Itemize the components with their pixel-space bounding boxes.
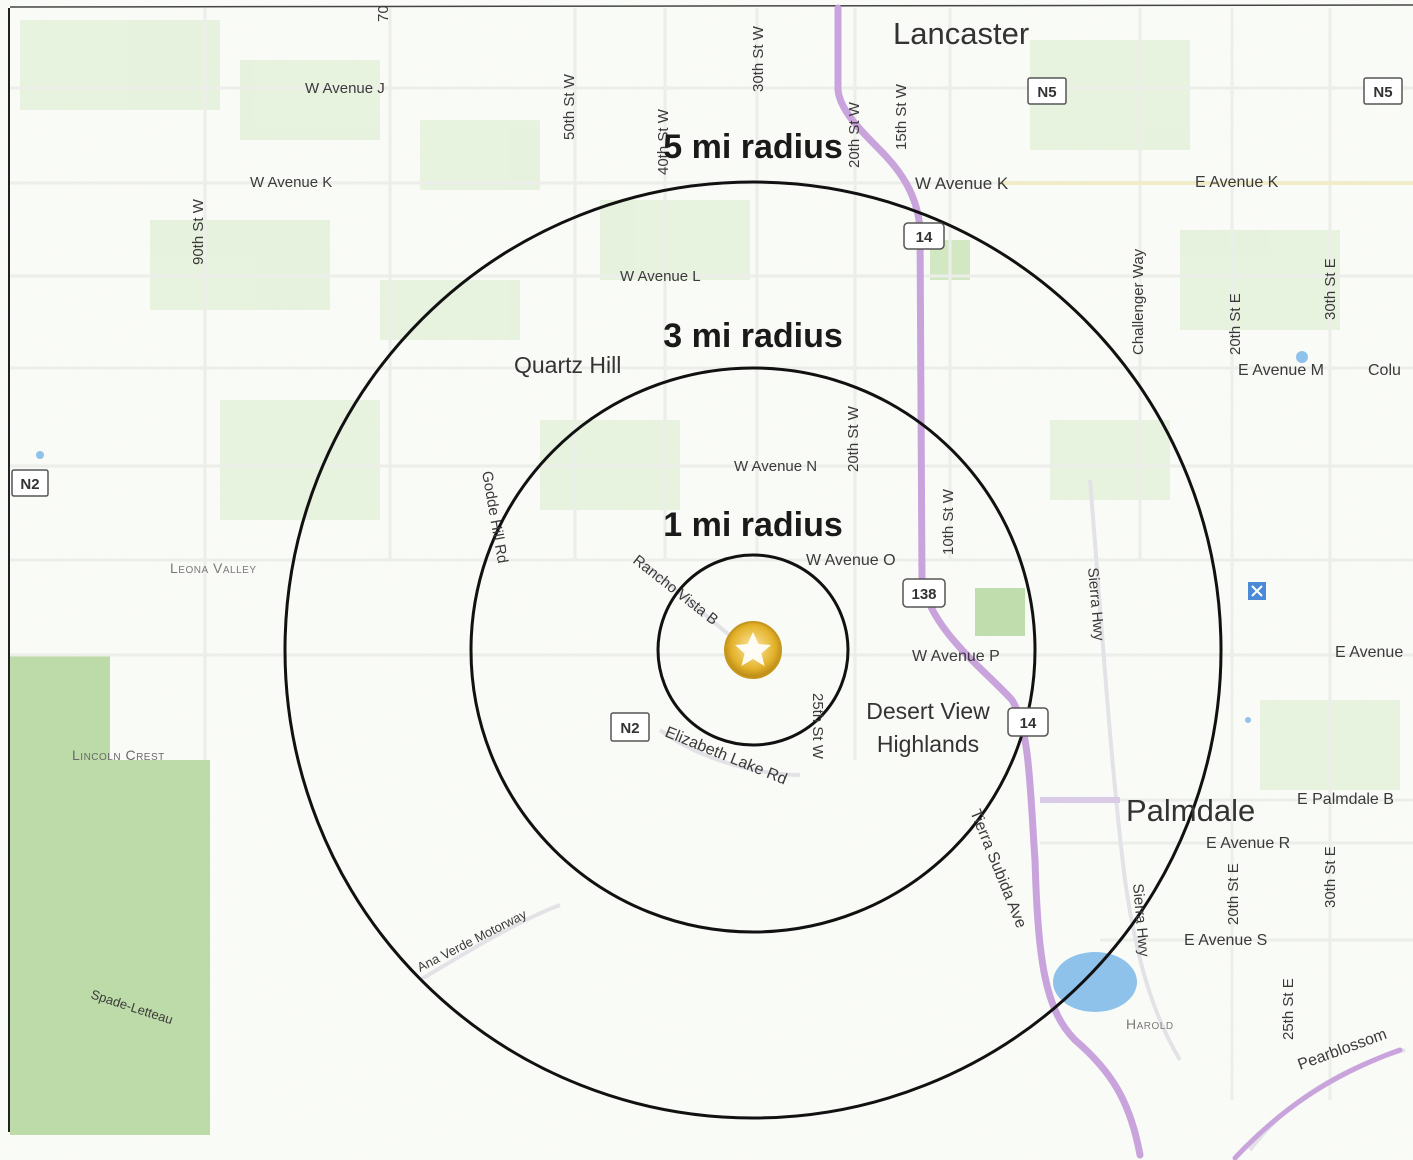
route-shields: N5 N5 N2 N2 14 14 138 xyxy=(11,77,1403,742)
road-w-avenue-l: W Avenue L xyxy=(620,268,701,285)
road-30th-st-e-bot: 30th St E xyxy=(1322,846,1339,908)
shield-n2-west: N2 xyxy=(11,469,49,497)
ring-3mi xyxy=(469,366,1037,934)
road-10th-st-w: 10th St W xyxy=(940,488,957,555)
shield-hwy14-south-label: 14 xyxy=(1020,715,1037,732)
label-5mi-radius: 5 mi radius xyxy=(663,128,843,166)
road-w-avenue-k-east: W Avenue K xyxy=(915,174,1009,193)
road-w-avenue-o: W Avenue O xyxy=(806,552,896,569)
road-w-avenue-k-west: W Avenue K xyxy=(250,174,332,191)
city-quartz-hill: Quartz Hill xyxy=(514,352,621,378)
shield-n5-a: N5 xyxy=(1027,77,1067,105)
road-sierra-hwy-north: Sierra Hwy xyxy=(1084,567,1107,642)
road-30th-st-e-top: 30th St E xyxy=(1322,258,1339,320)
place-labels: Lancaster Palmdale Quartz Hill Desert Vi… xyxy=(72,16,1255,1032)
road-90th-st-w: 90th St W xyxy=(190,198,207,265)
city-highlands: Highlands xyxy=(877,731,979,757)
road-challenger-way: Challenger Way xyxy=(1130,248,1147,355)
road-25th-st-e: 25th St E xyxy=(1280,978,1297,1040)
airport-icon[interactable] xyxy=(1248,582,1266,600)
place-lincoln-crest: Lincoln Crest xyxy=(72,747,165,763)
shield-n2-center: N2 xyxy=(610,712,650,742)
shield-hwy138-label: 138 xyxy=(911,586,936,603)
road-20th-st-e-bot: 20th St E xyxy=(1225,863,1242,925)
road-40th-st-w: 40th St W xyxy=(655,108,672,175)
shield-hwy14-south: 14 xyxy=(1007,707,1049,737)
water xyxy=(36,351,1308,1012)
road-15th-st-w: 15th St W xyxy=(893,83,910,150)
city-desert-view: Desert View xyxy=(866,698,990,724)
place-harold: Harold xyxy=(1126,1016,1174,1032)
road-20th-st-w-top: 20th St W xyxy=(846,101,863,168)
road-e-palmdale-blvd: E Palmdale B xyxy=(1297,791,1394,808)
city-lancaster: Lancaster xyxy=(893,16,1029,51)
road-70: 70 xyxy=(375,5,392,22)
road-50th-st-w: 50th St W xyxy=(561,73,578,140)
road-30th-st-w: 30th St W xyxy=(750,25,767,92)
road-sierra-hwy-south: Sierra Hwy xyxy=(1129,883,1152,958)
scan-edge-top xyxy=(9,4,1413,8)
shield-hwy14-north-label: 14 xyxy=(916,229,933,246)
label-3mi-radius: 3 mi radius xyxy=(663,317,843,355)
road-e-avenue-m: E Avenue M xyxy=(1238,362,1324,379)
city-palmdale: Palmdale xyxy=(1126,793,1255,828)
ring-1mi xyxy=(656,553,850,747)
road-20th-st-w-mid: 20th St W xyxy=(845,405,862,472)
ring-5mi xyxy=(283,180,1223,1120)
place-leona-valley: Leona Valley xyxy=(170,560,257,576)
road-20th-st-e-top: 20th St E xyxy=(1227,293,1244,355)
shield-n5-b: N5 xyxy=(1363,77,1403,105)
radius-rings xyxy=(283,180,1223,1120)
star-marker-icon[interactable] xyxy=(724,621,782,679)
shield-n2-west-label: N2 xyxy=(20,476,39,493)
road-e-avenue: E Avenue xyxy=(1335,644,1403,661)
road-colu: Colu xyxy=(1368,362,1401,379)
road-w-avenue-j: W Avenue J xyxy=(305,80,385,97)
shield-hwy138: 138 xyxy=(902,578,946,608)
label-1mi-radius: 1 mi radius xyxy=(663,506,843,544)
road-e-avenue-k: E Avenue K xyxy=(1195,174,1279,191)
road-w-avenue-n: W Avenue N xyxy=(734,458,817,475)
shield-n5-b-label: N5 xyxy=(1373,84,1392,101)
radius-labels: 5 mi radius 3 mi radius 1 mi radius xyxy=(663,128,843,544)
road-25th-st-w: 25th St W xyxy=(809,693,826,760)
road-w-avenue-p: W Avenue P xyxy=(912,648,1000,665)
shield-n5-a-label: N5 xyxy=(1037,84,1056,101)
shield-hwy14-north: 14 xyxy=(903,222,945,250)
shield-n2-center-label: N2 xyxy=(620,720,639,737)
road-e-avenue-s: E Avenue S xyxy=(1184,932,1267,949)
road-labels-horizontal: W Avenue J W Avenue K W Avenue K E Avenu… xyxy=(250,80,1403,949)
road-e-avenue-r: E Avenue R xyxy=(1206,835,1290,852)
